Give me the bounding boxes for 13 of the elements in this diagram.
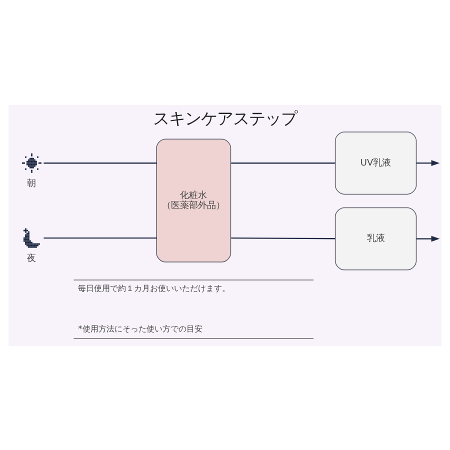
node-box: 乳液 — [334, 206, 417, 270]
arrow — [416, 235, 440, 242]
connector — [44, 236, 157, 238]
connector — [44, 162, 157, 164]
connector — [231, 236, 336, 239]
node-label: 朝 — [26, 178, 36, 189]
connector — [231, 162, 336, 164]
label: *使用方法にそった使い方での目安 — [78, 323, 202, 334]
arrow — [416, 160, 440, 166]
node-box: UV乳液 — [334, 131, 417, 194]
node-label: 夜 — [26, 253, 36, 264]
diagram-title: スキンケアステップ — [153, 108, 297, 128]
label: 毎日使用で約１カ月お使いいただけます。 — [78, 282, 230, 293]
